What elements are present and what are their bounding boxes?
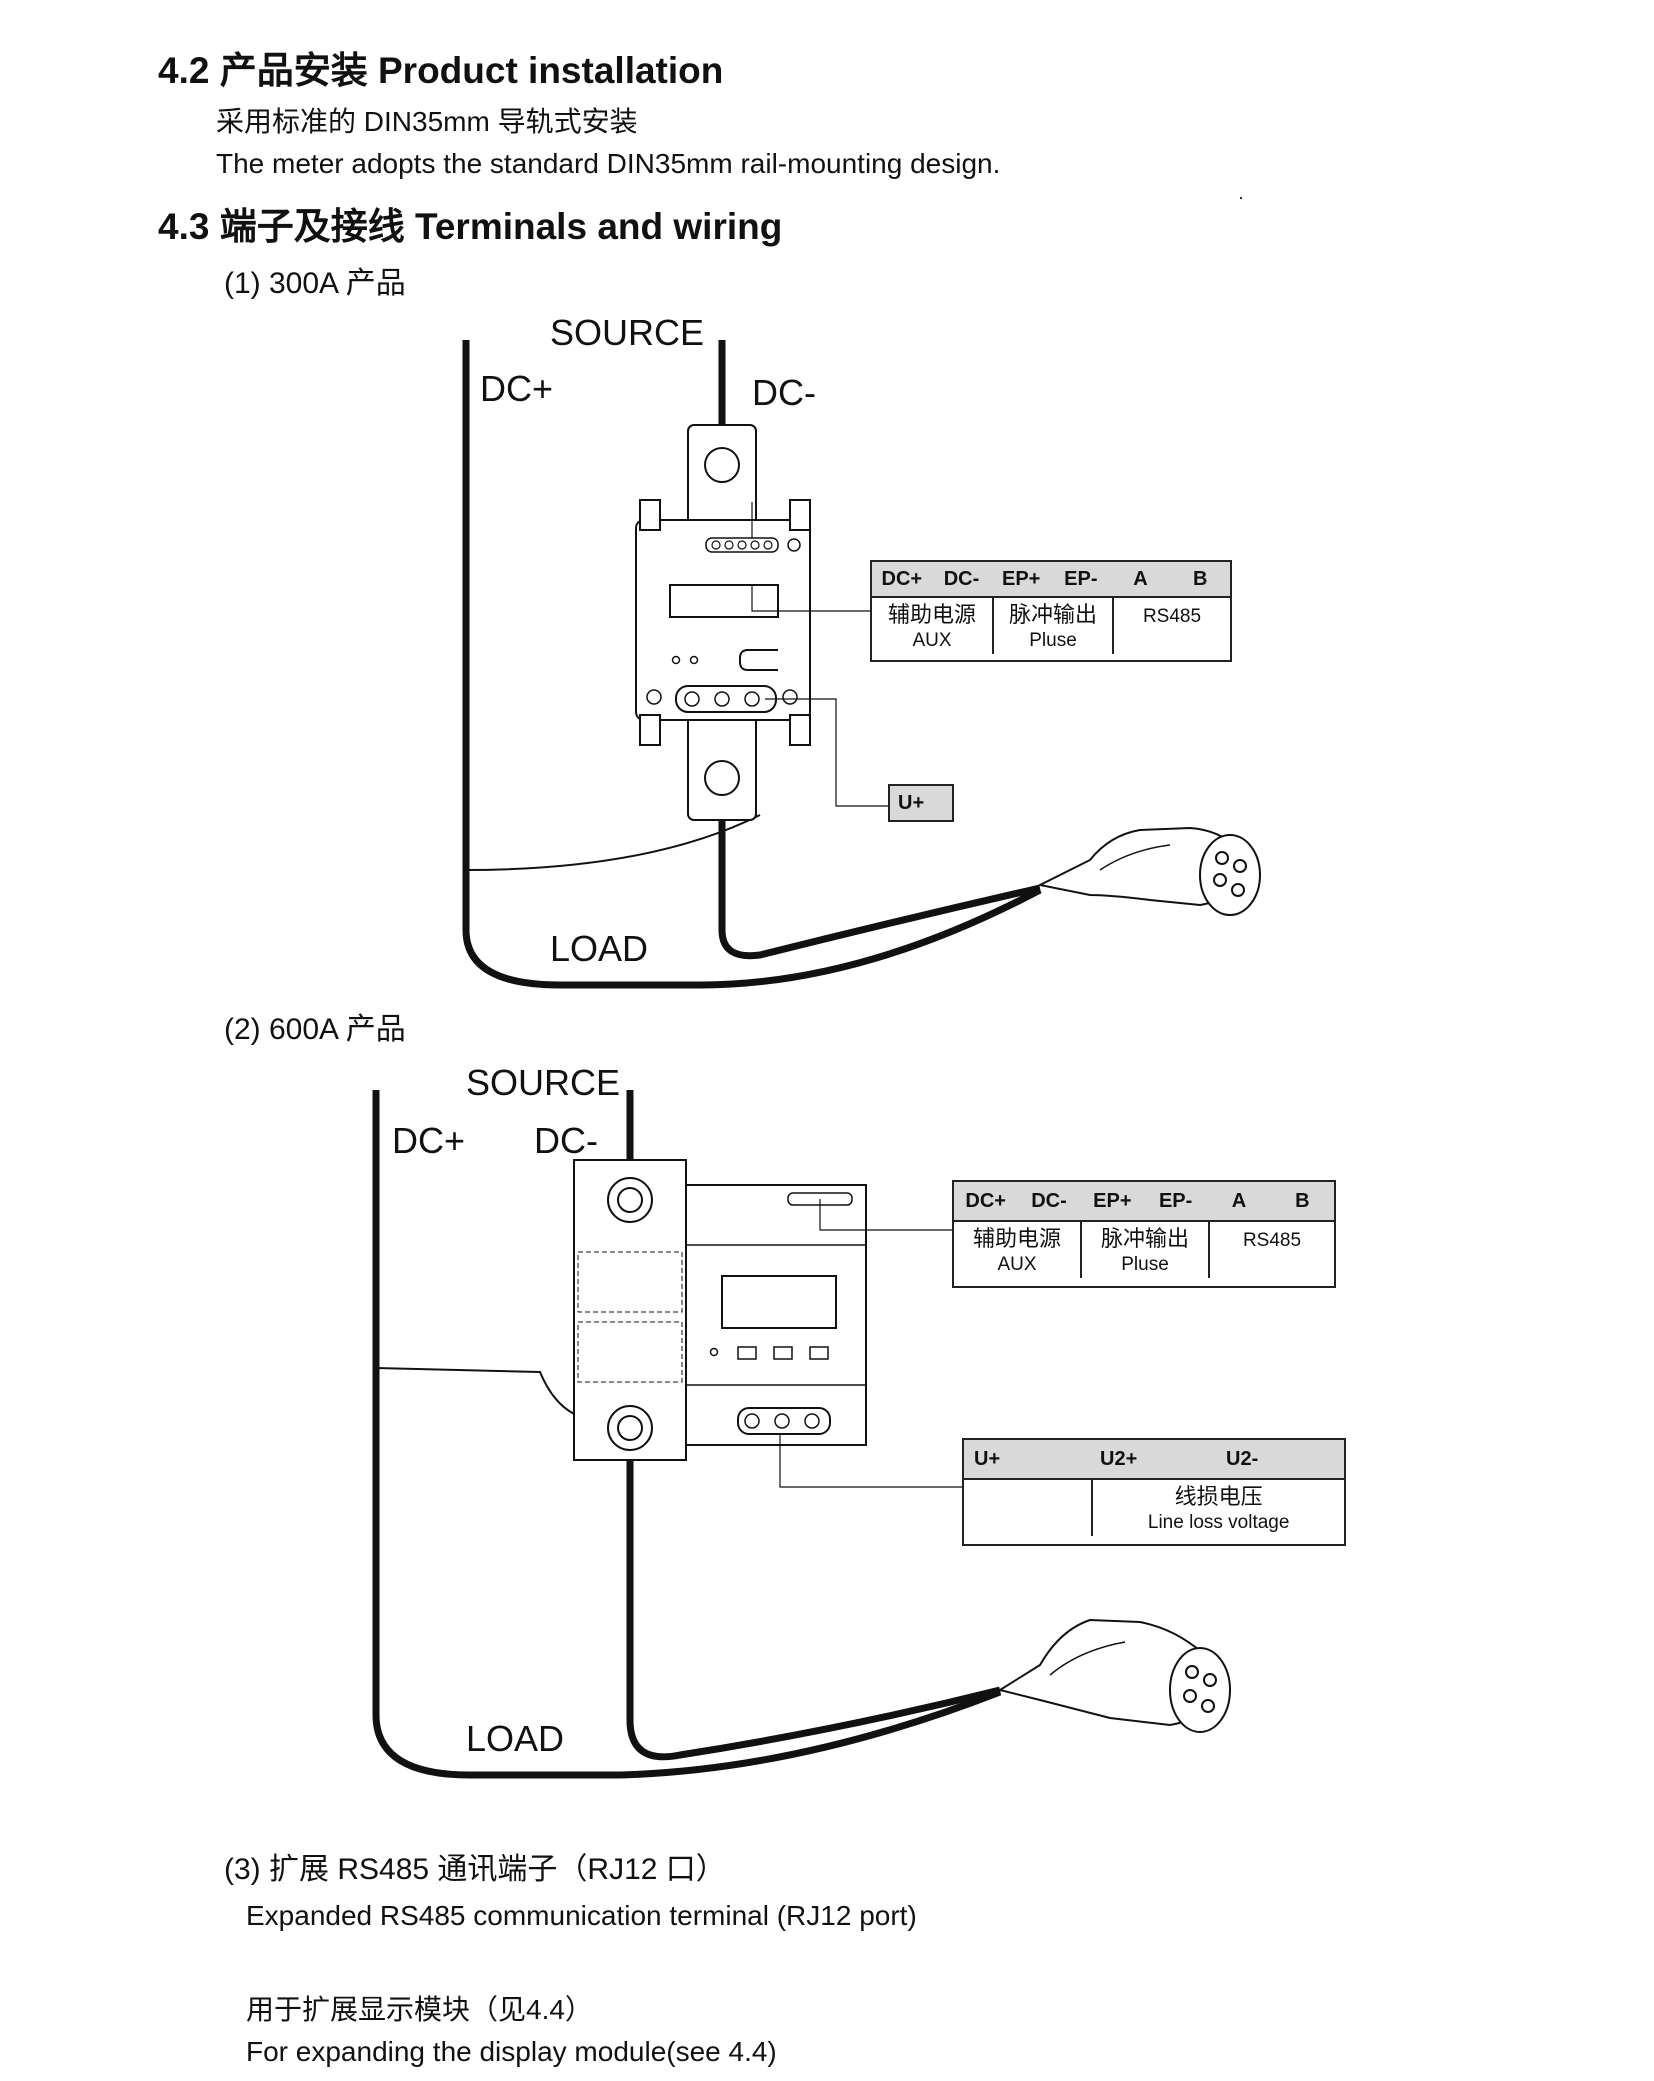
aux-zh: 辅助电源 bbox=[887, 602, 976, 627]
pulse-en: Pluse bbox=[1121, 1254, 1169, 1275]
terminal-header: EP- bbox=[1158, 1189, 1193, 1212]
item-1-heading: (1) 300A 产品 bbox=[224, 267, 406, 300]
dc-minus-label-2: DC- bbox=[534, 1120, 598, 1161]
busbar-hole-top-1 bbox=[704, 447, 740, 483]
lineloss-cell-2: 线损电压 Line loss voltage bbox=[1091, 1480, 1344, 1536]
item-3-note-en: For expanding the display module(see 4.4… bbox=[246, 2036, 777, 2067]
terminal-header: DC+ bbox=[965, 1189, 1006, 1212]
pulse-en: Pluse bbox=[1029, 630, 1077, 651]
leader-voltage-2 bbox=[779, 1434, 962, 1488]
terminal-block-2 bbox=[737, 1407, 831, 1435]
terminal-header: EP- bbox=[1064, 567, 1098, 590]
dc-minus-label-1: DC- bbox=[752, 372, 816, 413]
pulse-zh: 脉冲输出 bbox=[1008, 602, 1097, 627]
dc-plus-cable-2 bbox=[372, 1090, 1002, 1779]
rj-port-row-1 bbox=[705, 537, 779, 553]
rs485-cell-2: RS485 bbox=[1208, 1222, 1334, 1278]
busbar-hole-bottom-1 bbox=[704, 760, 740, 796]
aux-cell-1: 辅助电源 AUX bbox=[872, 598, 992, 654]
terminal-header: B bbox=[1295, 1189, 1310, 1212]
ev-connector-1 bbox=[1036, 826, 1261, 916]
ev-connector-2 bbox=[997, 1618, 1231, 1733]
aux-cell-2: 辅助电源 AUX bbox=[954, 1222, 1080, 1278]
lcd-1 bbox=[669, 584, 779, 618]
source-label-2: SOURCE bbox=[466, 1062, 621, 1103]
voltage-header: U2+ bbox=[1100, 1447, 1138, 1470]
dc-plus-label-2: DC+ bbox=[392, 1120, 466, 1161]
dc-plus-cable-1 bbox=[462, 340, 1042, 989]
lineloss-zh: 线损电压 bbox=[1174, 1484, 1263, 1509]
meter-body-2 bbox=[685, 1184, 867, 1446]
aux-en: AUX bbox=[997, 1254, 1037, 1275]
load-label-1: LOAD bbox=[550, 928, 649, 969]
aux-zh: 辅助电源 bbox=[972, 1226, 1061, 1251]
section-4-2-title: 4.2 产品安装 Product installation bbox=[158, 50, 724, 91]
section-4-3-title: 4.3 端子及接线 Terminals and wiring bbox=[158, 206, 783, 247]
terminal-header: B bbox=[1192, 567, 1208, 590]
dc-minus-load-cable-2 bbox=[626, 1430, 1001, 1761]
terminal-header: A bbox=[1133, 567, 1148, 590]
voltage-header: U+ bbox=[974, 1447, 1001, 1470]
item-3-note-zh: 用于扩展显示模块（见4.4） bbox=[246, 1994, 593, 2025]
terminal-header: DC+ bbox=[881, 567, 923, 590]
uplus-cell-2 bbox=[964, 1480, 1091, 1536]
stray-dot bbox=[1240, 197, 1242, 199]
uplus-box-1: U+ bbox=[888, 784, 954, 822]
meter-body-1 bbox=[635, 519, 811, 721]
pulse-cell-2: 脉冲输出 Pluse bbox=[1080, 1222, 1208, 1278]
voltage-table-2: U+ U2+ U2- 线损电压 Line loss voltage bbox=[962, 1438, 1346, 1546]
leader-uplus-1 bbox=[765, 698, 888, 807]
item-3-heading: (3) 扩展 RS485 通讯端子（RJ12 口） bbox=[224, 1853, 726, 1886]
terminal-table-1: DC+ DC- EP+ EP- A B 辅助电源 AUX 脉冲输出 Pluse … bbox=[870, 560, 1232, 662]
pulse-zh: 脉冲输出 bbox=[1100, 1226, 1189, 1251]
pulse-cell-1: 脉冲输出 Pluse bbox=[992, 598, 1112, 654]
leader-terminal-2 bbox=[819, 1199, 952, 1231]
item-2-heading: (2) 600A 产品 bbox=[224, 1013, 406, 1046]
leader-terminal-1 bbox=[751, 585, 870, 612]
load-label-2: LOAD bbox=[466, 1718, 565, 1759]
thin-wire-1 bbox=[465, 814, 761, 871]
lcd-2 bbox=[721, 1275, 837, 1329]
terminal-header: A bbox=[1231, 1189, 1247, 1212]
section-4-2-text-en: The meter adopts the standard DIN35mm ra… bbox=[216, 148, 1001, 179]
voltage-header: U2- bbox=[1226, 1447, 1259, 1470]
lineloss-en: Line loss voltage bbox=[1147, 1512, 1290, 1533]
diagram-600a bbox=[372, 1090, 1231, 1779]
terminal-header: DC- bbox=[1031, 1189, 1067, 1212]
dc-minus-load-cable-1 bbox=[718, 780, 1041, 960]
section-4-2-text-zh: 采用标准的 DIN35mm 导轨式安装 bbox=[216, 106, 638, 137]
terminal-header: DC- bbox=[943, 567, 980, 590]
source-label-1: SOURCE bbox=[550, 312, 705, 353]
terminal-header: EP+ bbox=[1002, 567, 1041, 590]
rs485-cell-1: RS485 bbox=[1112, 598, 1230, 654]
aux-en: AUX bbox=[912, 630, 952, 651]
item-3-text-en: Expanded RS485 communication terminal (R… bbox=[246, 1900, 917, 1931]
diagram-300a bbox=[462, 340, 1261, 989]
terminal-table-2: DC+ DC- EP+ EP- A B 辅助电源 AUX 脉冲输出 Pluse … bbox=[952, 1180, 1336, 1288]
terminal-header: EP+ bbox=[1093, 1189, 1132, 1212]
dc-plus-label-1: DC+ bbox=[480, 368, 554, 409]
